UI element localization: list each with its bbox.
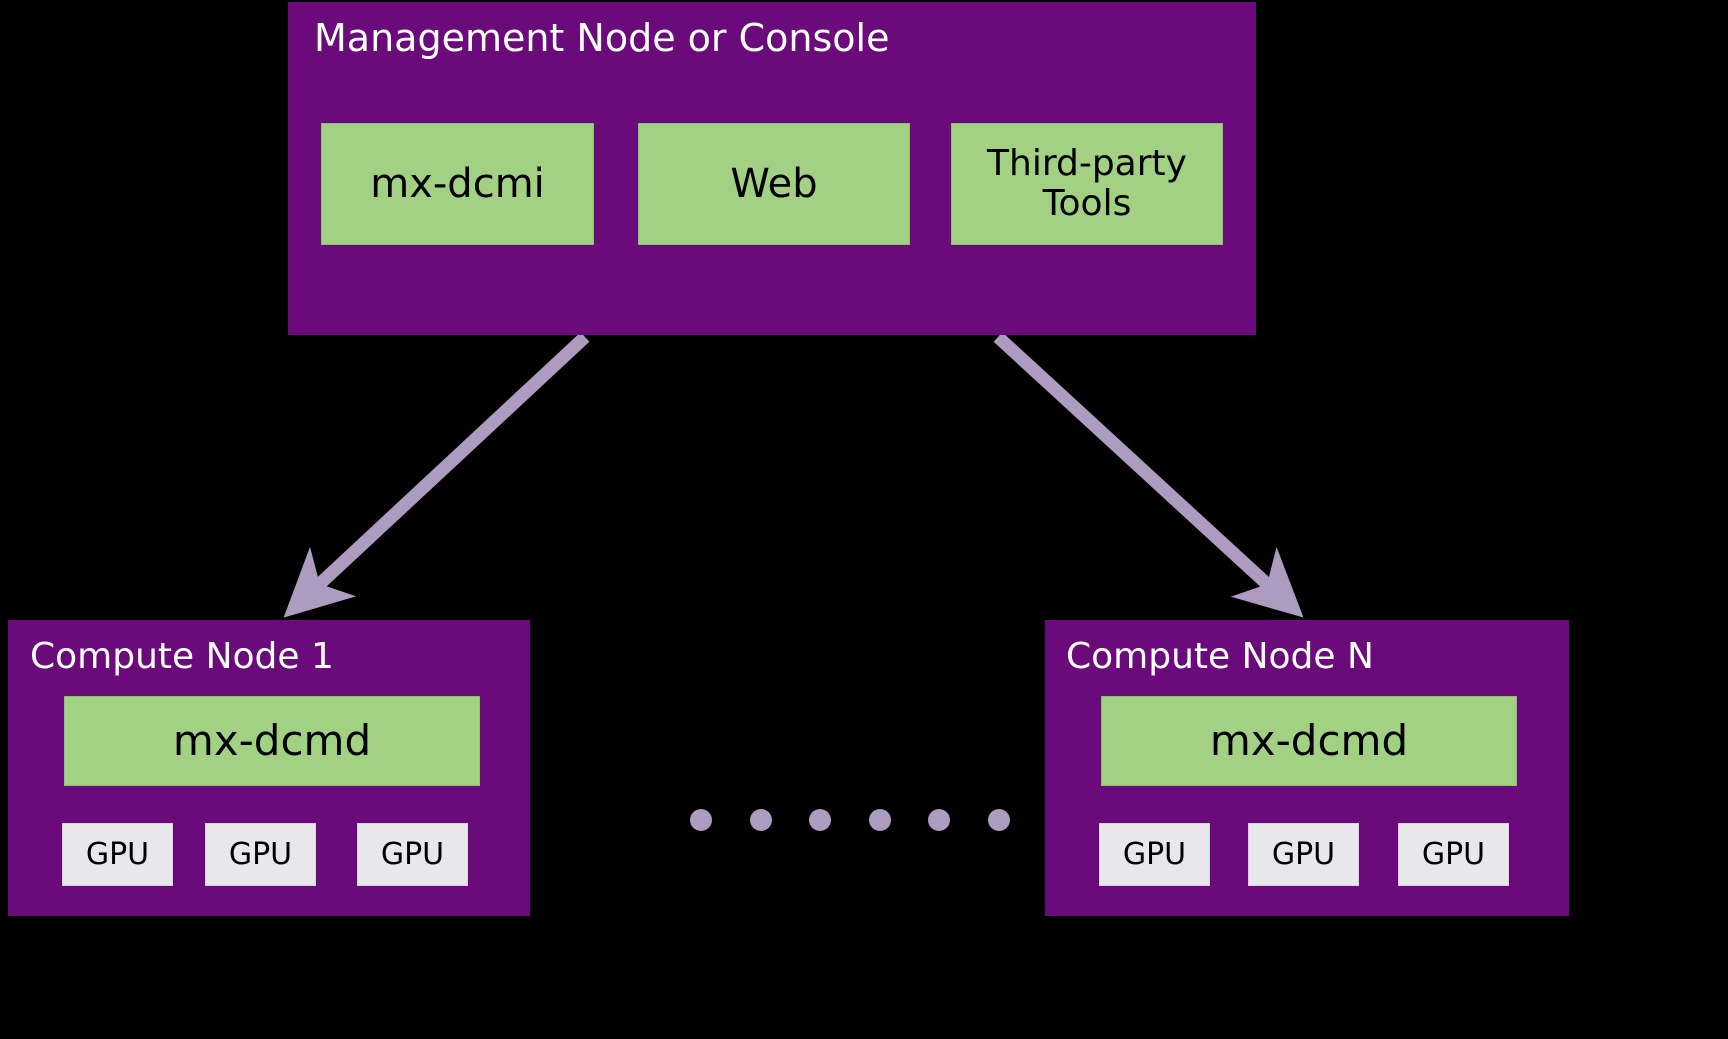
- compute-node-n-gpu-1-label: GPU: [1271, 837, 1336, 872]
- compute-node-n-gpu-0-label: GPU: [1122, 837, 1187, 872]
- component-web-label: Web: [730, 160, 818, 207]
- compute-node-1-gpu-2[interactable]: GPU: [357, 823, 468, 886]
- ellipsis-dot: [749, 809, 772, 831]
- ellipsis-dot: [928, 809, 951, 831]
- arrow-to-compute-node-n: [993, 332, 1304, 618]
- compute-node-1-daemon-label: mx-dcmd: [172, 716, 372, 766]
- ellipsis-dot: [690, 809, 712, 831]
- compute-node-1-title: Compute Node 1: [30, 636, 334, 677]
- compute-node-n-gpu-2-label: GPU: [1421, 837, 1486, 872]
- compute-node-n-title: Compute Node N: [1066, 636, 1374, 677]
- component-mx-dcmi[interactable]: mx-dcmi: [321, 123, 594, 245]
- ellipsis-more-nodes: [690, 806, 1010, 834]
- ellipsis-dot: [868, 809, 891, 831]
- component-web[interactable]: Web: [638, 123, 910, 245]
- component-mx-dcmi-label: mx-dcmi: [370, 160, 545, 207]
- component-third-party-label-line1: Third-party: [987, 142, 1187, 184]
- compute-node-1-gpu-1-label: GPU: [228, 837, 293, 872]
- compute-node-n-gpu-1[interactable]: GPU: [1248, 823, 1359, 886]
- compute-node-1-gpu-2-label: GPU: [380, 837, 445, 872]
- compute-node-1-gpu-1[interactable]: GPU: [205, 823, 316, 886]
- component-third-party-label-line2: Tools: [1042, 183, 1132, 224]
- compute-node-n-gpu-0[interactable]: GPU: [1099, 823, 1210, 886]
- component-third-party-tools[interactable]: Third-party Tools: [951, 123, 1223, 245]
- compute-node-1-gpu-0-label: GPU: [85, 837, 150, 872]
- ellipsis-dot: [987, 809, 1010, 831]
- compute-node-n-daemon-mx-dcmd[interactable]: mx-dcmd: [1101, 696, 1517, 786]
- compute-node-n-daemon-label: mx-dcmd: [1209, 716, 1409, 766]
- arrow-to-compute-node-1: [283, 332, 590, 618]
- compute-node-n-gpu-2[interactable]: GPU: [1398, 823, 1509, 886]
- ellipsis-dot: [809, 809, 832, 831]
- management-node-title: Management Node or Console: [314, 16, 890, 60]
- compute-node-1-daemon-mx-dcmd[interactable]: mx-dcmd: [64, 696, 480, 786]
- compute-node-1-gpu-0[interactable]: GPU: [62, 823, 173, 886]
